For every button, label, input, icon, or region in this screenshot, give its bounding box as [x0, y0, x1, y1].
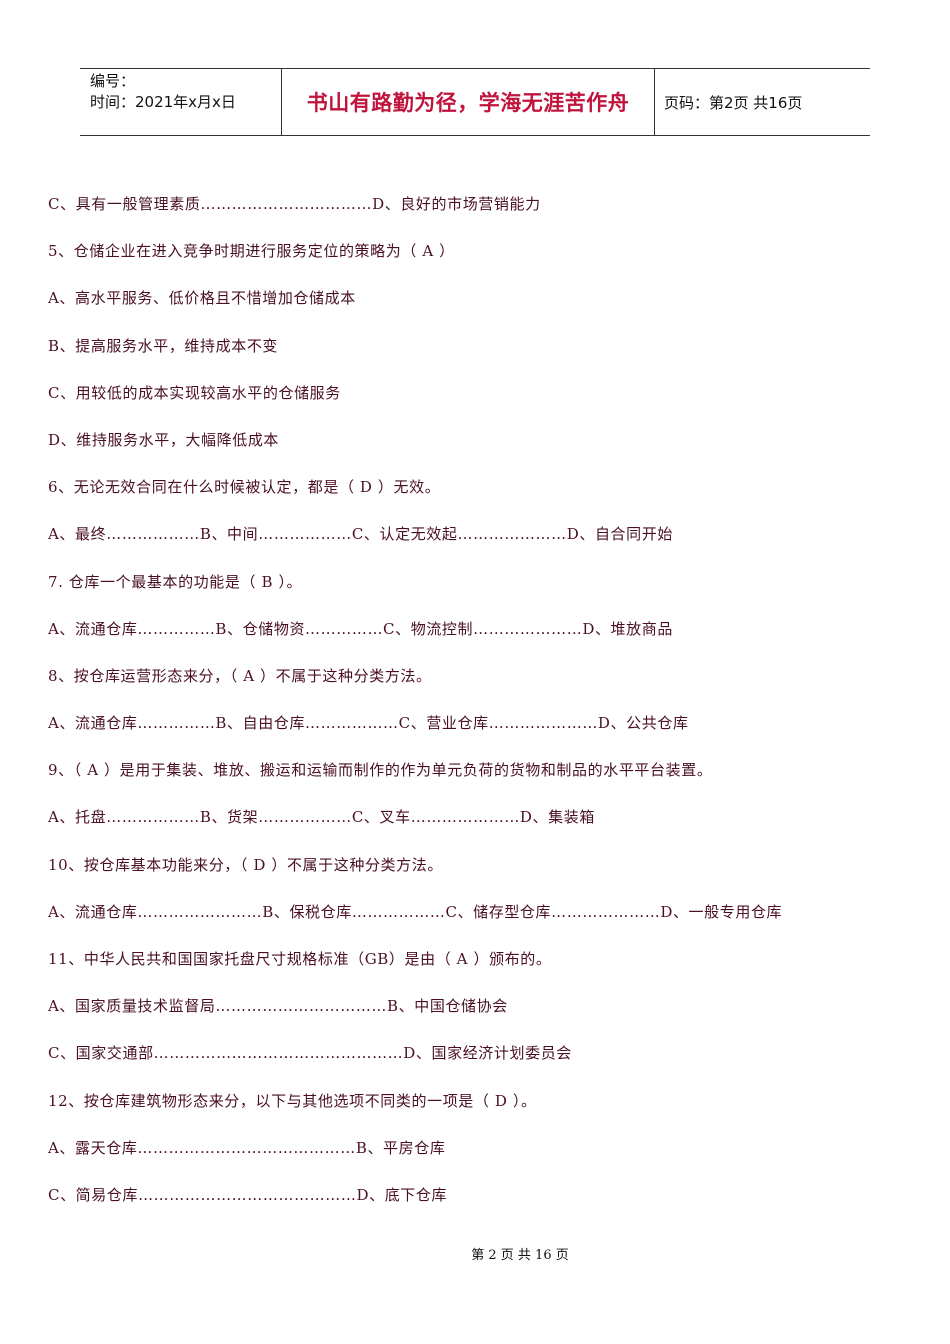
option-line: C、用较低的成本实现较高水平的仓储服务: [48, 383, 341, 402]
header-divider: [654, 69, 655, 135]
option-line: D、维持服务水平，大幅降低成本: [48, 430, 280, 449]
question-line: 11、中华人民共和国国家托盘尺寸规格标准（GB）是由（ A ）颁布的。: [48, 950, 552, 968]
option-line: A、流通仓库……………B、仓储物资……………C、物流控制…………………D、堆放商…: [48, 619, 673, 638]
option-line: A、国家质量技术监督局……………………………B、中国仓储协会: [48, 997, 508, 1016]
document-body: C、具有一般管理素质……………………………D、良好的市场营销能力 5、仓储企业在…: [48, 188, 878, 1226]
question-line: 10、按仓库基本功能来分，（ D ）不属于这种分类方法。: [48, 855, 443, 874]
question-line: 9、（ A ）是用于集装、堆放、搬运和运输而制作的作为单元负荷的货物和制品的水平…: [48, 761, 713, 780]
question-line: 6、无论无效合同在什么时候被认定，都是（ D ）无效。: [48, 478, 441, 497]
question-line: 7. 仓库一个最基本的功能是（ B ）。: [48, 572, 303, 591]
option-line: A、露天仓库……………………………………B、平房仓库: [48, 1138, 446, 1157]
option-line: A、托盘………………B、货架………………C、叉车…………………D、集装箱: [48, 808, 595, 827]
option-line: A、流通仓库……………………B、保税仓库………………C、储存型仓库……………………: [48, 902, 783, 921]
option-line: B、提高服务水平，维持成本不变: [48, 336, 279, 355]
number-label: 编号：: [90, 72, 136, 90]
page-footer: 第 2 页 共 16 页: [471, 1248, 569, 1263]
header-meta: 编号： 时间：2021年x月x日: [90, 71, 280, 113]
option-line: A、最终………………B、中间………………C、认定无效起…………………D、自合同开…: [48, 525, 673, 544]
option-line: A、流通仓库……………B、自由仓库………………C、营业仓库…………………D、公共…: [48, 714, 689, 733]
question-line: 12、按仓库建筑物形态来分，以下与其他选项不同类的一项是（ D ）。: [48, 1091, 537, 1110]
question-line: 5、仓储企业在进入竞争时期进行服务定位的策略为（ A ）: [48, 242, 455, 261]
option-line: C、简易仓库……………………………………D、底下仓库: [48, 1185, 448, 1204]
header-page-code: 页码：第2页 共16页: [664, 93, 803, 112]
option-line: C、国家交通部…………………………………………D、国家经济计划委员会: [48, 1044, 572, 1063]
header-divider: [281, 69, 282, 135]
page-header: 编号： 时间：2021年x月x日 书山有路勤为径，学海无涯苦作舟 页码：第2页 …: [80, 68, 870, 136]
time-label: 时间：2021年x月x日: [90, 93, 236, 111]
question-line: 8、按仓库运营形态来分，（ A ）不属于这种分类方法。: [48, 666, 432, 685]
text-line: C、具有一般管理素质……………………………D、良好的市场营销能力: [48, 195, 541, 213]
header-motto: 书山有路勤为径，学海无涯苦作舟: [306, 91, 630, 115]
option-line: A、高水平服务、低价格且不惜增加仓储成本: [48, 289, 356, 308]
